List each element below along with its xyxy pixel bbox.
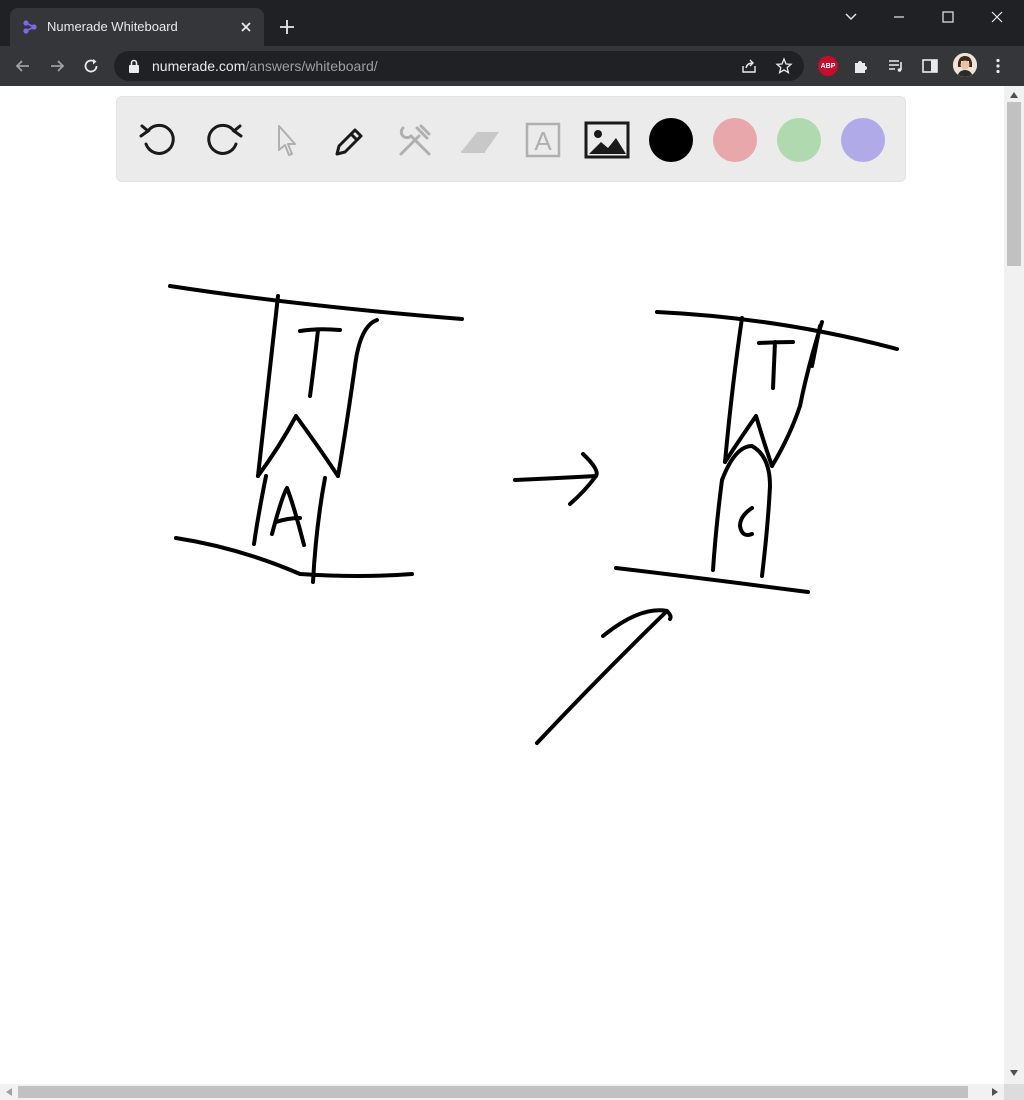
arrow-right-icon bbox=[51, 60, 65, 72]
media-queue-icon bbox=[889, 60, 902, 72]
minimize-icon bbox=[894, 16, 904, 18]
browser-tab[interactable]: Numerade Whiteboard bbox=[10, 8, 264, 46]
whiteboard-toolbar: A bbox=[116, 96, 906, 182]
browser-menu-button[interactable] bbox=[988, 56, 1008, 76]
reading-list-button[interactable] bbox=[886, 56, 906, 76]
scroll-up-button[interactable] bbox=[1007, 88, 1021, 102]
new-tab-icon[interactable] bbox=[276, 16, 298, 38]
text-tool-glyph: A bbox=[534, 126, 552, 156]
left-lower-right-side bbox=[311, 476, 327, 584]
triangle-up-icon bbox=[1010, 92, 1018, 98]
scroll-left-button[interactable] bbox=[2, 1085, 16, 1099]
letter-t-left bbox=[298, 327, 342, 398]
letter-a-left bbox=[270, 486, 306, 547]
image-tool-button[interactable] bbox=[583, 116, 631, 164]
triangle-left-icon bbox=[6, 1088, 12, 1096]
drawing-canvas[interactable] bbox=[0, 86, 1004, 1084]
reload-icon bbox=[84, 59, 98, 73]
address-bar[interactable]: numerade.com/answers/whiteboard/ bbox=[114, 51, 804, 81]
star-icon[interactable] bbox=[775, 57, 793, 75]
redo-icon bbox=[207, 123, 243, 155]
close-icon bbox=[991, 11, 1003, 23]
left-w-notch bbox=[256, 414, 340, 478]
text-tool-button[interactable]: A bbox=[519, 116, 567, 164]
maximize-button[interactable] bbox=[925, 4, 971, 30]
triangle-right-icon bbox=[992, 1088, 998, 1096]
right-bottom-line bbox=[614, 566, 810, 594]
redo-button[interactable] bbox=[199, 116, 247, 164]
undo-icon bbox=[139, 123, 175, 155]
url-host: numerade.com bbox=[152, 58, 246, 74]
right-tick-mark bbox=[810, 324, 822, 368]
arrow-left-icon bbox=[15, 60, 29, 72]
left-tube-left-side bbox=[256, 294, 280, 478]
tools-button[interactable] bbox=[391, 116, 439, 164]
hammer-wrench-icon bbox=[399, 124, 431, 156]
share-icon[interactable] bbox=[740, 57, 758, 75]
adblock-extension-icon[interactable]: ABP bbox=[818, 56, 838, 76]
cursor-icon bbox=[278, 125, 296, 156]
triangle-down-icon bbox=[1010, 1070, 1018, 1076]
color-swatch-green[interactable] bbox=[777, 118, 821, 162]
right-lower-arc bbox=[720, 444, 772, 578]
right-w-notch bbox=[723, 414, 774, 468]
side-panel-icon bbox=[922, 59, 938, 73]
undo-button[interactable] bbox=[135, 116, 183, 164]
profile-avatar[interactable] bbox=[953, 53, 977, 77]
reload-button[interactable] bbox=[78, 53, 104, 79]
lock-icon bbox=[129, 59, 139, 73]
image-icon bbox=[584, 121, 630, 159]
eraser-button[interactable] bbox=[455, 116, 503, 164]
right-top-line bbox=[655, 310, 899, 351]
left-top-line bbox=[168, 284, 464, 321]
minimize-button[interactable] bbox=[876, 4, 922, 30]
tab-search-button[interactable] bbox=[828, 4, 874, 30]
side-panel-button[interactable] bbox=[920, 56, 940, 76]
horizontal-scrollbar[interactable] bbox=[0, 1084, 1004, 1100]
pen-icon bbox=[335, 128, 363, 156]
horizontal-scroll-thumb[interactable] bbox=[18, 1086, 968, 1098]
maximize-icon bbox=[942, 11, 954, 23]
puzzle-icon bbox=[855, 61, 867, 73]
color-swatch-black[interactable] bbox=[649, 118, 693, 162]
close-window-button[interactable] bbox=[974, 4, 1020, 30]
vertical-scroll-thumb[interactable] bbox=[1007, 102, 1021, 266]
scrollbar-corner bbox=[1004, 1084, 1024, 1100]
reaction-arrow bbox=[513, 452, 599, 506]
back-button[interactable] bbox=[10, 53, 36, 79]
forward-button[interactable] bbox=[44, 53, 70, 79]
browser-tab-strip: Numerade Whiteboard bbox=[0, 0, 1024, 46]
select-tool-button[interactable] bbox=[263, 116, 311, 164]
numerade-logo-icon bbox=[23, 20, 37, 34]
letter-t-right bbox=[757, 340, 795, 390]
browser-toolbar: numerade.com/answers/whiteboard/ ABP bbox=[0, 46, 1024, 86]
pen-tool-button[interactable] bbox=[327, 116, 375, 164]
whiteboard-page: A bbox=[0, 86, 1004, 1084]
tab-title: Numerade Whiteboard bbox=[47, 19, 178, 34]
vertical-scrollbar[interactable] bbox=[1004, 86, 1024, 1084]
url-path: /answers/whiteboard/ bbox=[245, 58, 378, 74]
url-text: numerade.com/answers/whiteboard/ bbox=[152, 58, 378, 74]
scroll-right-button[interactable] bbox=[988, 1085, 1002, 1099]
left-bottom-line bbox=[174, 536, 414, 578]
close-tab-icon[interactable] bbox=[236, 17, 256, 37]
color-swatch-pink[interactable] bbox=[713, 118, 757, 162]
eraser-icon bbox=[461, 132, 499, 153]
right-tube-left-side bbox=[723, 316, 744, 464]
chevron-down-icon bbox=[845, 13, 857, 20]
more-vertical-icon bbox=[996, 58, 1000, 74]
left-lower-left-side bbox=[252, 474, 268, 546]
letter-c-right bbox=[738, 506, 754, 537]
right-lower-left-side bbox=[711, 478, 724, 572]
diagonal-arrow bbox=[535, 608, 673, 745]
scroll-down-button[interactable] bbox=[1007, 1066, 1021, 1080]
left-tube-right-side bbox=[336, 318, 379, 478]
avatar-icon bbox=[953, 53, 977, 77]
text-box-icon: A bbox=[525, 122, 561, 158]
extensions-button[interactable] bbox=[851, 56, 871, 76]
color-swatch-purple[interactable] bbox=[841, 118, 885, 162]
